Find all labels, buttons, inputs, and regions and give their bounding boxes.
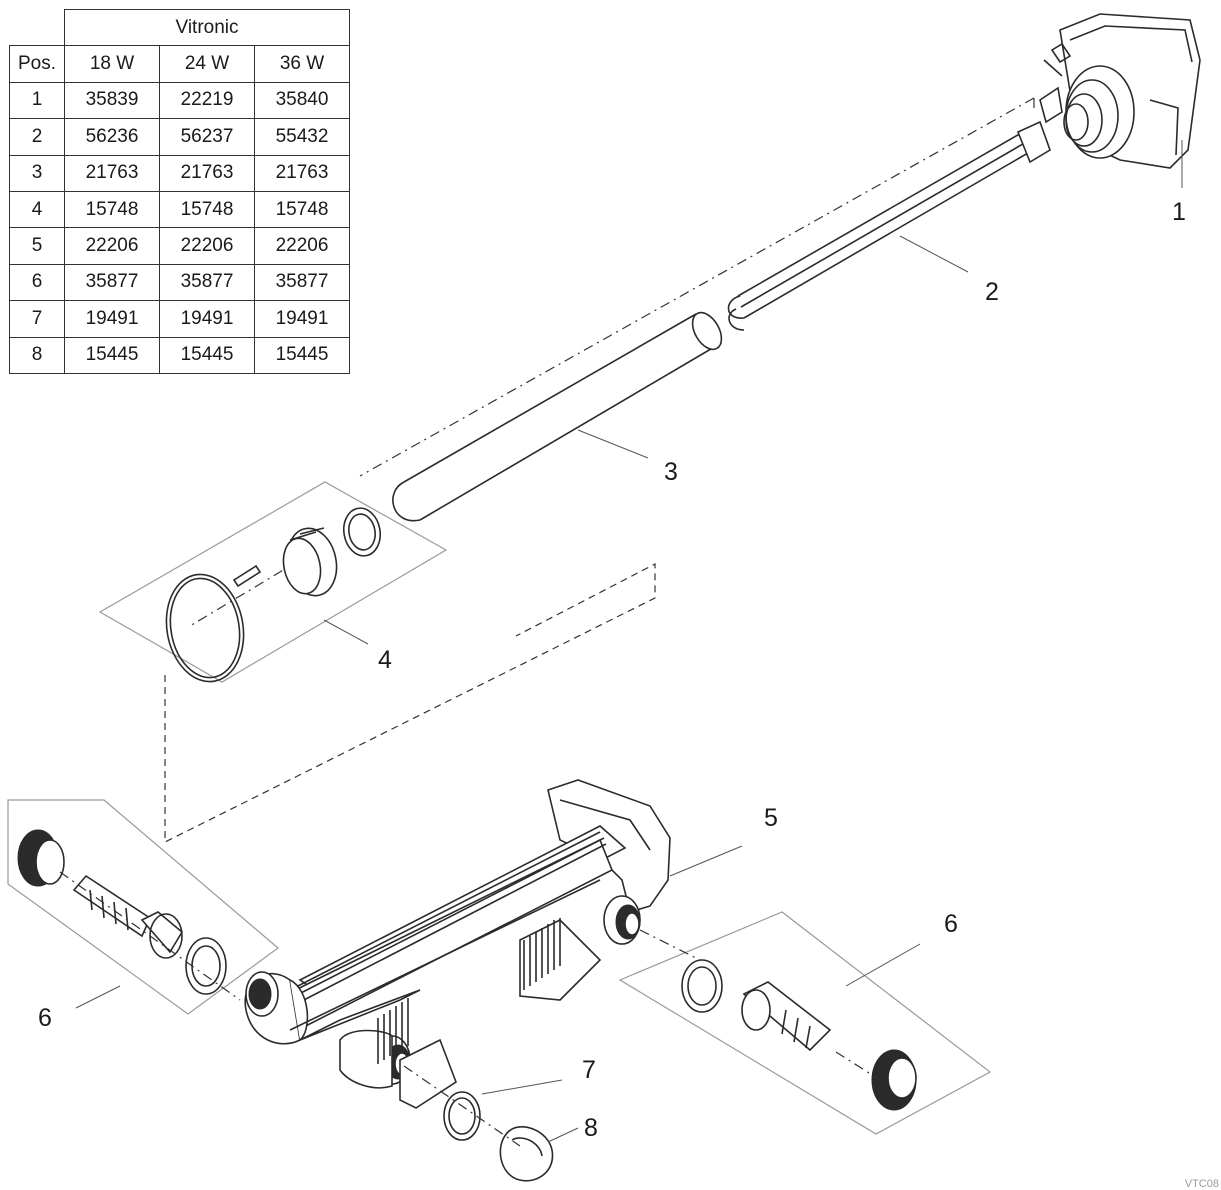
table-corner-cell (9, 9, 65, 47)
table-row: 4 15748 15748 15748 (9, 190, 350, 229)
table-group-header: Vitronic (64, 8, 350, 47)
table-cell-pos: 7 (9, 300, 65, 338)
table-cell: 22219 (159, 81, 255, 120)
part-3-quartz-sleeve (392, 311, 723, 522)
table-cell: 21763 (159, 154, 255, 192)
callout-7: 7 (582, 1056, 596, 1084)
table-cell: 22206 (64, 227, 160, 265)
callout-1: 1 (1172, 198, 1186, 226)
table-cell: 35839 (64, 81, 160, 120)
table-cell-pos: 8 (9, 336, 65, 374)
callout-6-left: 6 (38, 1004, 52, 1032)
callout-5: 5 (764, 804, 778, 832)
table-row: 5 22206 22206 22206 (9, 227, 350, 265)
table-cell: 55432 (254, 118, 350, 156)
table-cell: 15748 (159, 190, 255, 229)
part-6-hose-connector-right (618, 911, 992, 1135)
table-header-36w: 36 W (254, 45, 350, 83)
table-row: 6 35877 35877 35877 (9, 263, 350, 302)
part-4-seal-kit (98, 481, 448, 683)
table-cell: 35877 (159, 263, 255, 302)
table-header-18w: 18 W (64, 45, 160, 83)
table-cell: 19491 (254, 300, 350, 338)
callout-4: 4 (378, 646, 392, 674)
table-cell: 35877 (64, 263, 160, 302)
callout-6-right: 6 (944, 910, 958, 938)
parts-table: Vitronic Pos. 18 W 24 W 36 W 1 35839 222… (9, 8, 350, 374)
part-8-union-nut (499, 1126, 579, 1182)
part-1-lamp-head (1039, 13, 1201, 188)
table-cell: 35840 (254, 81, 350, 120)
callout-2: 2 (985, 278, 999, 306)
table-header-24w: 24 W (159, 45, 255, 83)
table-cell: 15445 (159, 336, 255, 374)
part-7-o-ring (443, 1079, 563, 1141)
table-cell: 19491 (159, 300, 255, 338)
part-5-housing (244, 779, 743, 1109)
part-2-uv-lamp (727, 120, 1051, 331)
table-row: 3 21763 21763 21763 (9, 154, 350, 192)
table-cell-pos: 6 (9, 263, 65, 302)
table-cell: 21763 (254, 154, 350, 192)
table-column-header-row: Pos. 18 W 24 W 36 W (9, 45, 350, 83)
table-cell-pos: 5 (9, 227, 65, 265)
table-cell: 35877 (254, 263, 350, 302)
callout-8: 8 (584, 1114, 598, 1142)
table-cell-pos: 3 (9, 154, 65, 192)
table-header-pos: Pos. (9, 45, 65, 83)
table-cell: 56237 (159, 118, 255, 156)
table-cell-pos: 1 (9, 81, 65, 120)
part-6-hose-connector-left (7, 799, 279, 1015)
table-row: 2 56236 56237 55432 (9, 118, 350, 156)
table-cell: 22206 (254, 227, 350, 265)
table-row: 1 35839 22219 35840 (9, 81, 350, 120)
table-cell: 15445 (64, 336, 160, 374)
drawing-code: VTC08 (1184, 1178, 1219, 1190)
table-cell: 21763 (64, 154, 160, 192)
table-cell-pos: 2 (9, 118, 65, 156)
table-row: 7 19491 19491 19491 (9, 300, 350, 338)
callout-3: 3 (664, 458, 678, 486)
table-cell: 22206 (159, 227, 255, 265)
table-cell: 15748 (64, 190, 160, 229)
table-cell: 56236 (64, 118, 160, 156)
table-cell: 15445 (254, 336, 350, 374)
table-group-header-row: Vitronic (9, 8, 350, 47)
table-cell: 19491 (64, 300, 160, 338)
table-cell-pos: 4 (9, 190, 65, 229)
table-row: 8 15445 15445 15445 (9, 336, 350, 374)
table-cell: 15748 (254, 190, 350, 229)
